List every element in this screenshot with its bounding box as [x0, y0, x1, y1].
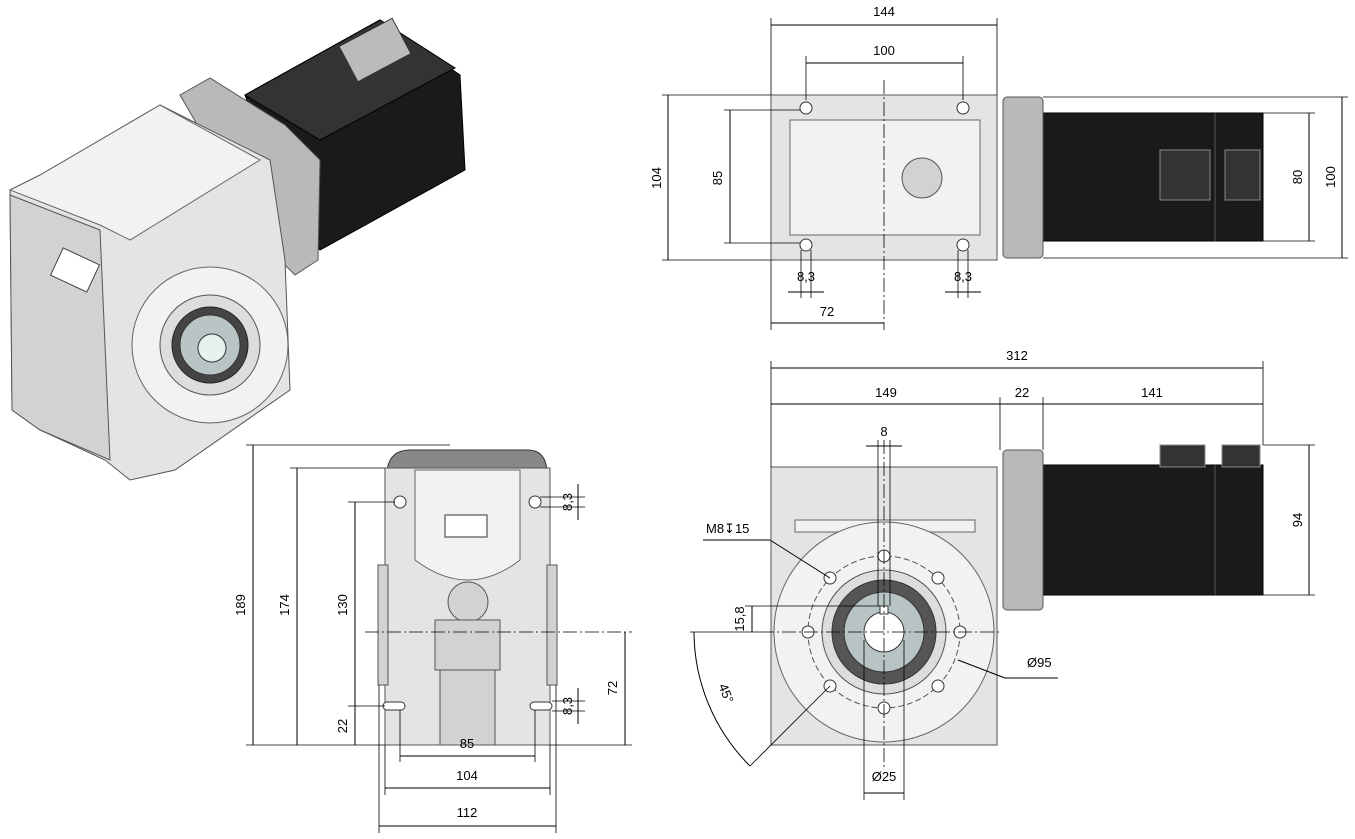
dim-side-22: 22	[335, 719, 350, 733]
dim-side-104: 104	[456, 768, 478, 783]
adapter-flange	[1002, 96, 1044, 259]
motor-connector-2	[1221, 444, 1261, 468]
dim-top-100-flange: 100	[1323, 166, 1338, 188]
side-rib	[377, 564, 389, 686]
dim-front-15-8: 15,8	[732, 606, 747, 631]
dim-side-130: 130	[335, 594, 350, 616]
dim-front-312: 312	[1006, 348, 1028, 363]
side-rib	[546, 564, 558, 686]
dim-top-72: 72	[820, 304, 834, 319]
dim-top-144: 144	[873, 4, 895, 19]
worm-shaft	[447, 581, 489, 623]
gearbox-top	[8, 104, 261, 241]
mount-hole	[956, 238, 970, 252]
front-view: 312 149 22 141 8 M8↧15 15,8 45° Ø95 Ø25 …	[690, 348, 1315, 800]
motor-connector	[338, 17, 412, 83]
dim-top-100: 100	[873, 43, 895, 58]
side-view: 189 174 130 22 8,3 8,3 72 85 104 112	[233, 444, 632, 833]
dim-side-189: 189	[233, 594, 248, 616]
logo-plate	[49, 247, 101, 293]
dim-top-80: 80	[1290, 170, 1305, 184]
dim-front-94: 94	[1290, 513, 1305, 527]
dim-front-22: 22	[1015, 385, 1029, 400]
mount-hole	[393, 495, 407, 509]
mount-hole	[799, 101, 813, 115]
dim-side-slot-bottom: 8,3	[560, 697, 575, 715]
dim-top-85: 85	[710, 171, 725, 185]
dim-front-8: 8	[880, 424, 887, 439]
lower-block	[439, 669, 496, 746]
motor-adapter-top	[386, 449, 548, 471]
motor-connector	[1159, 149, 1211, 201]
dim-side-slot-top: 8,3	[560, 493, 575, 511]
adapter-flange	[1002, 449, 1044, 611]
mount-hole	[799, 238, 813, 252]
mount-hole	[956, 101, 970, 115]
dim-side-112: 112	[457, 805, 478, 820]
isometric-view	[8, 17, 466, 481]
motor-connector-2	[1224, 149, 1261, 201]
dim-top-slot-right: 8,3	[954, 269, 972, 284]
output-bore	[197, 333, 227, 363]
dim-front-45deg: 45°	[716, 681, 737, 705]
dim-top-104: 104	[649, 167, 664, 189]
gearbox-side	[9, 194, 111, 461]
dim-side-72: 72	[605, 681, 620, 695]
dim-front-141: 141	[1141, 385, 1163, 400]
motor-connector	[1159, 444, 1206, 468]
top-view: 144 100 104 85 8,3 8,3 72 80 100	[649, 4, 1348, 330]
dim-side-174: 174	[277, 594, 292, 616]
logo-plate	[444, 514, 488, 538]
dim-side-85: 85	[460, 736, 474, 751]
foot-slot	[382, 701, 406, 711]
thread-callout: M8↧15	[706, 521, 749, 536]
dim-top-slot-left: 8,3	[797, 269, 815, 284]
dim-front-d25: Ø25	[872, 769, 897, 784]
shaft-end	[901, 157, 943, 199]
dim-front-d95: Ø95	[1027, 655, 1052, 670]
dim-front-149: 149	[875, 385, 897, 400]
foot-slot	[529, 701, 553, 711]
housing-inner	[789, 119, 981, 236]
mount-hole	[528, 495, 542, 509]
output-block	[434, 619, 501, 671]
motor-body	[1042, 464, 1264, 596]
